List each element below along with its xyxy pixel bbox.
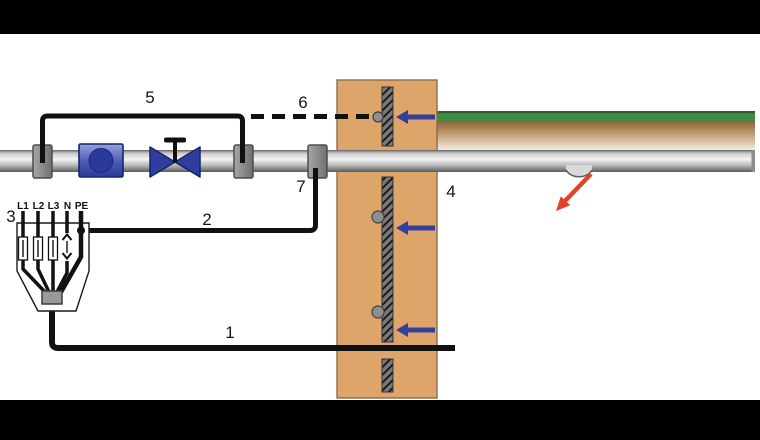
label-5: 5	[145, 88, 154, 107]
label-6: 6	[298, 93, 307, 112]
terminal-labels: L1 L2 L3 N PE	[17, 201, 88, 212]
label-3: 3	[6, 207, 15, 226]
main-earthing-conductor	[49, 303, 455, 351]
label-2: 2	[202, 210, 211, 229]
red-arrow	[556, 172, 593, 211]
fuse-inner-lines	[22, 240, 54, 257]
letterbox-top	[0, 0, 760, 34]
label-l2: L2	[33, 201, 45, 212]
letterbox-bottom	[0, 400, 760, 440]
blue-arrows	[396, 110, 435, 337]
pipe-clamps	[32, 144, 328, 179]
connection-dot-middle	[371, 210, 385, 224]
label-n: N	[64, 201, 71, 212]
red-arrowhead	[556, 196, 571, 211]
blue-arrow-middle	[396, 221, 435, 235]
strip-segment-bottom	[381, 358, 394, 393]
grass-layer	[437, 111, 755, 121]
number-labels: 1 2 3 4 5 6 7	[6, 88, 455, 342]
ground-layers	[437, 111, 755, 151]
connection-dot-bottom	[371, 305, 385, 319]
board-wiring	[21, 211, 84, 294]
wire-pe	[59, 211, 84, 294]
wall-earthing-strip	[381, 86, 394, 393]
bonding-conductor-pe	[81, 168, 318, 233]
label-4: 4	[446, 182, 455, 201]
label-7: 7	[296, 177, 305, 196]
pipe-end-cap	[751, 150, 755, 172]
connection-dot-top	[372, 111, 384, 123]
strip-connection-dots	[371, 111, 385, 319]
meter-dial	[88, 148, 114, 173]
pipe-damage-notch	[566, 165, 592, 177]
label-pe: PE	[75, 201, 89, 212]
soil-layer	[437, 121, 755, 151]
blue-arrow-bottom	[396, 323, 435, 337]
label-1: 1	[225, 323, 234, 342]
pe-junction-dot	[77, 226, 85, 235]
water-meter	[78, 143, 124, 178]
distribution-board	[16, 211, 90, 312]
strip-segment-top	[381, 86, 394, 147]
strip-segment-middle	[381, 176, 394, 343]
blue-arrow-top	[396, 110, 435, 124]
valve-stem	[173, 140, 177, 163]
grass-edge	[437, 111, 755, 114]
label-l1: L1	[17, 201, 29, 212]
label-l3: L3	[48, 201, 60, 212]
shut-off-valve	[149, 137, 201, 178]
bypass-bonding-jumper	[40, 113, 245, 163]
valve-handle	[164, 137, 186, 143]
conductors	[40, 113, 455, 351]
neutral-isolating-link	[61, 232, 73, 261]
earthing-terminal-block	[41, 290, 63, 305]
